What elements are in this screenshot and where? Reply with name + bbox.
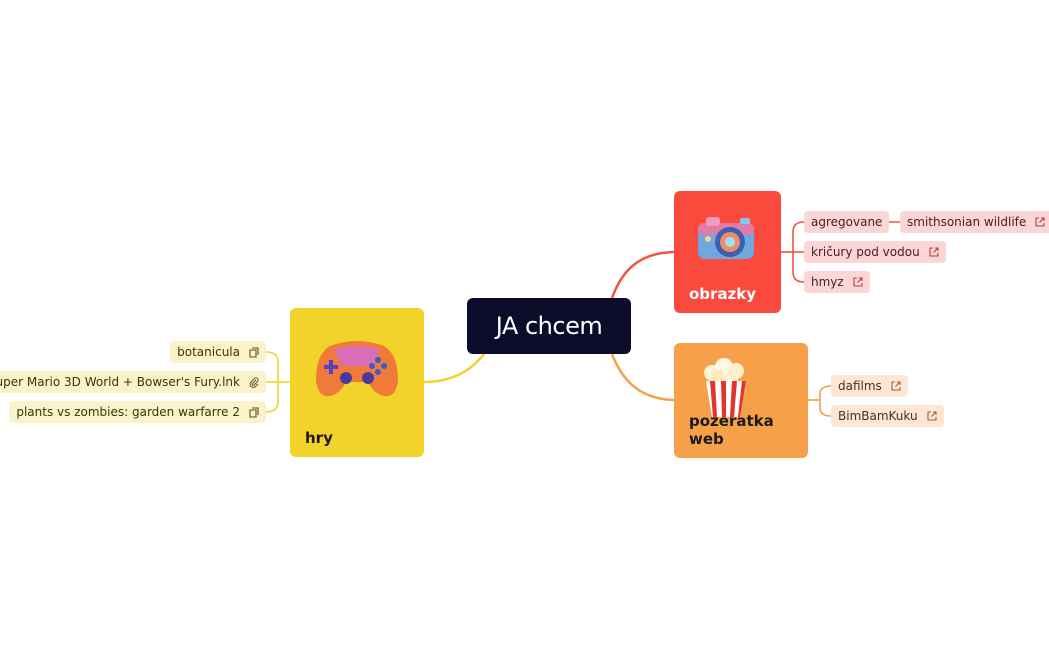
topic-pozeratka-label: pozeratka web [689, 412, 774, 448]
file-icon[interactable] [249, 346, 259, 358]
topic-hry-label: hry [305, 429, 333, 447]
leaf-super-mario-label: Super Mario 3D World + Bowser's Fury.lnk [0, 375, 240, 389]
topic-obrazky[interactable]: obrazky [674, 191, 781, 313]
gamepad-icon [312, 336, 402, 408]
camera-icon [694, 209, 760, 269]
external-link-icon[interactable] [1035, 217, 1045, 227]
leaf-bimbamkuku-label: BimBamKuku [838, 409, 918, 423]
central-topic[interactable]: JA chcem [467, 298, 631, 354]
external-link-icon[interactable] [853, 277, 863, 287]
leaf-plants-vs-zombies[interactable]: plants vs zombies: garden warfarre 2 [9, 401, 266, 423]
popcorn-icon [698, 355, 754, 423]
external-link-icon[interactable] [929, 247, 939, 257]
central-topic-label: JA chcem [495, 312, 603, 340]
leaf-hmyz[interactable]: hmyz [804, 271, 870, 293]
external-link-icon[interactable] [891, 381, 901, 391]
leaf-dafilms[interactable]: dafilms [831, 375, 908, 397]
leaf-agregovane-label: agregovane [811, 215, 883, 229]
leaf-kricury-pod-vodou[interactable]: kričury pod vodou [804, 241, 946, 263]
file-icon[interactable] [249, 406, 259, 418]
leaf-botanicula-label: botanicula [177, 345, 240, 359]
topic-hry[interactable]: hry [290, 308, 424, 457]
leaf-super-mario[interactable]: Super Mario 3D World + Bowser's Fury.lnk [0, 371, 266, 393]
leaf-botanicula[interactable]: botanicula [170, 341, 266, 363]
paperclip-icon[interactable] [249, 376, 259, 388]
leaf-bimbamkuku[interactable]: BimBamKuku [831, 405, 944, 427]
leaf-kricury-label: kričury pod vodou [811, 245, 920, 259]
leaf-dafilms-label: dafilms [838, 379, 882, 393]
leaf-smithsonian-wildlife[interactable]: smithsonian wildlife [900, 211, 1049, 233]
leaf-plants-vs-zombies-label: plants vs zombies: garden warfarre 2 [16, 405, 240, 419]
leaf-hmyz-label: hmyz [811, 275, 844, 289]
topic-pozeratka-web[interactable]: pozeratka web [674, 343, 808, 458]
topic-obrazky-label: obrazky [689, 285, 757, 303]
leaf-agregovane[interactable]: agregovane [804, 211, 890, 233]
leaf-smithsonian-label: smithsonian wildlife [907, 215, 1027, 229]
external-link-icon[interactable] [927, 411, 937, 421]
